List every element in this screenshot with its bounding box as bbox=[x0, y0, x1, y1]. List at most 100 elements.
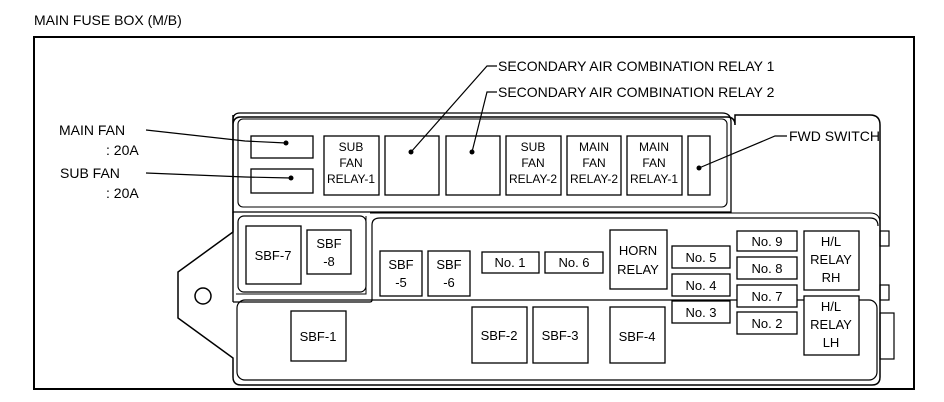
label-line: -6 bbox=[443, 275, 455, 290]
no-3-fuse bbox=[671, 300, 731, 324]
relay-1-dot bbox=[408, 149, 414, 155]
sub-fan-leader bbox=[145, 172, 292, 179]
relay-2-dot bbox=[469, 149, 475, 155]
label-line: SBF bbox=[388, 257, 413, 272]
no-8-label: No. 8 bbox=[751, 261, 782, 276]
label-line: No. 2 bbox=[751, 316, 782, 331]
label-line: SBF-3 bbox=[542, 328, 579, 343]
main-fan-dot bbox=[283, 140, 289, 146]
label-line: RELAY bbox=[810, 317, 852, 332]
label-line: No. 1 bbox=[494, 255, 525, 270]
no-9-fuse bbox=[736, 230, 798, 252]
label-line: RELAY bbox=[810, 252, 852, 267]
no-5-fuse bbox=[671, 245, 731, 269]
sub-fan-relay-1 bbox=[323, 135, 380, 196]
sbf-2-fuse bbox=[471, 306, 528, 364]
no-8-fuse bbox=[736, 256, 798, 280]
label-line: SBF-1 bbox=[300, 329, 337, 344]
label-line: MAIN bbox=[579, 140, 609, 154]
label-line: HORN bbox=[619, 243, 657, 258]
label-line: SBF-4 bbox=[619, 329, 656, 344]
label-line: RELAY-1 bbox=[630, 172, 678, 186]
diagram-title: MAIN FUSE BOX (M/B) bbox=[34, 12, 182, 28]
secondary-air-relay-1 bbox=[384, 135, 440, 196]
lower-fuse-panel bbox=[236, 299, 878, 381]
left-panel-border bbox=[236, 216, 367, 295]
relay-1-callout: SECONDARY AIR COMBINATION RELAY 1 bbox=[498, 58, 775, 74]
sbf-7-fuse bbox=[245, 225, 302, 285]
fwd-switch-callout: FWD SWITCH bbox=[789, 128, 880, 144]
label-line: RELAY bbox=[617, 262, 659, 277]
label-line: MAIN bbox=[639, 140, 669, 154]
sub-fan-rating: : 20A bbox=[106, 185, 139, 201]
sub-fan-callout: SUB FAN bbox=[60, 165, 120, 181]
fwd-switch-leader bbox=[698, 135, 787, 169]
no-1-label: No. 1 bbox=[494, 255, 525, 270]
secondary-air-relay-2 bbox=[445, 135, 501, 196]
no-6-fuse bbox=[544, 251, 604, 274]
relay-2-callout: SECONDARY AIR COMBINATION RELAY 2 bbox=[498, 84, 775, 100]
horn-relay-label: HORN RELAY bbox=[617, 243, 659, 277]
sbf-2-label: SBF-2 bbox=[481, 328, 518, 343]
main-fan-callout: MAIN FAN bbox=[59, 122, 125, 138]
label-line: FAN bbox=[642, 156, 665, 170]
label-line: H/L bbox=[821, 234, 841, 249]
relay-1-leader bbox=[410, 65, 497, 153]
outer-frame bbox=[33, 36, 915, 390]
sbf-1-fuse bbox=[290, 310, 347, 362]
no-2-fuse bbox=[736, 311, 798, 335]
middle-panel-outline bbox=[233, 217, 879, 303]
label-line: No. 5 bbox=[685, 250, 716, 265]
fwd-switch-dot bbox=[696, 165, 702, 171]
sbf-7-label: SBF-7 bbox=[255, 248, 292, 263]
sbf-8-label: SBF-8 bbox=[316, 236, 341, 269]
label-line: SBF-2 bbox=[481, 328, 518, 343]
right-tab-1 bbox=[879, 230, 890, 247]
hl-relay-rh-label: H/L RELAY RH bbox=[810, 234, 852, 285]
sbf-6-fuse bbox=[427, 250, 471, 297]
sbf-4-label: SBF-4 bbox=[619, 329, 656, 344]
label-line: FAN bbox=[521, 156, 544, 170]
label-line: SBF bbox=[436, 257, 461, 272]
label-line: SUB bbox=[339, 140, 364, 154]
label-line: -5 bbox=[395, 275, 407, 290]
mounting-hole bbox=[194, 287, 212, 305]
label-line: SUB bbox=[521, 140, 546, 154]
no-9-label: No. 9 bbox=[751, 234, 782, 249]
label-line: H/L bbox=[821, 299, 841, 314]
no-3-label: No. 3 bbox=[685, 305, 716, 320]
label-line: -8 bbox=[323, 254, 335, 269]
hl-relay-lh bbox=[803, 295, 860, 356]
main-fan-relay-1-label: MAIN FAN RELAY-1 bbox=[630, 140, 678, 186]
sub-fan-dot bbox=[288, 175, 294, 181]
fuse-box-body bbox=[177, 114, 881, 386]
upper-relay-panel-inner bbox=[237, 118, 728, 208]
no-1-fuse bbox=[481, 251, 540, 274]
no-4-label: No. 4 bbox=[685, 278, 716, 293]
sbf-5-fuse bbox=[379, 250, 423, 297]
label-line: No. 4 bbox=[685, 278, 716, 293]
label-line: RELAY-2 bbox=[570, 172, 618, 186]
hl-relay-rh bbox=[803, 230, 860, 291]
right-tab-3 bbox=[879, 312, 895, 360]
label-line: No. 9 bbox=[751, 234, 782, 249]
no-7-fuse bbox=[736, 284, 798, 308]
main-fan-fuse bbox=[250, 135, 314, 159]
sbf-5-label: SBF -5 bbox=[388, 257, 413, 290]
label-line: SBF-7 bbox=[255, 248, 292, 263]
label-line: RH bbox=[822, 270, 841, 285]
main-fan-rating: : 20A bbox=[106, 142, 139, 158]
upper-relay-panel bbox=[232, 112, 732, 213]
sbf-6-label: SBF -6 bbox=[436, 257, 461, 290]
main-fan-relay-2 bbox=[566, 135, 622, 196]
no-6-label: No. 6 bbox=[558, 255, 589, 270]
no-7-label: No. 7 bbox=[751, 289, 782, 304]
label-line: No. 6 bbox=[558, 255, 589, 270]
label-line: No. 7 bbox=[751, 289, 782, 304]
sub-fan-relay-2 bbox=[505, 135, 562, 196]
sub-fan-fuse bbox=[250, 168, 314, 194]
